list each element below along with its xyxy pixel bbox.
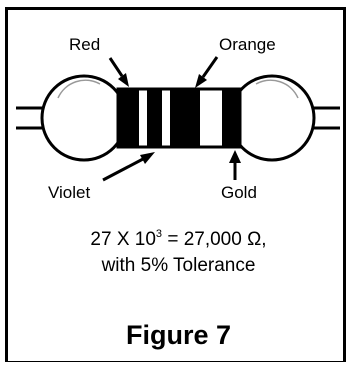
formula-exponent: 3 bbox=[155, 228, 163, 240]
formula-base: 27 X 10 bbox=[90, 229, 156, 250]
band-orange bbox=[170, 89, 200, 147]
arrow-red bbox=[108, 57, 129, 87]
figure-title: Figure 7 bbox=[125, 320, 232, 350]
band-gold bbox=[222, 89, 240, 147]
formula-result: = 27,000 Ω, bbox=[162, 229, 267, 250]
lead-wire-right bbox=[310, 106, 340, 130]
label-orange: Orange bbox=[219, 35, 276, 54]
figure-frame bbox=[5, 7, 346, 362]
band-violet bbox=[147, 89, 162, 147]
arrow-violet bbox=[102, 152, 155, 182]
label-violet: Violet bbox=[48, 183, 91, 202]
arrow-orange bbox=[195, 56, 219, 88]
label-red: Red bbox=[69, 35, 101, 54]
label-gold: Gold bbox=[221, 183, 257, 202]
tolerance-text: with 5% Tolerance bbox=[101, 255, 256, 276]
arrow-gold bbox=[229, 150, 241, 180]
band-red bbox=[118, 89, 139, 147]
resistance-formula: 27 X 103 = 27,000 Ω, bbox=[0, 228, 357, 250]
